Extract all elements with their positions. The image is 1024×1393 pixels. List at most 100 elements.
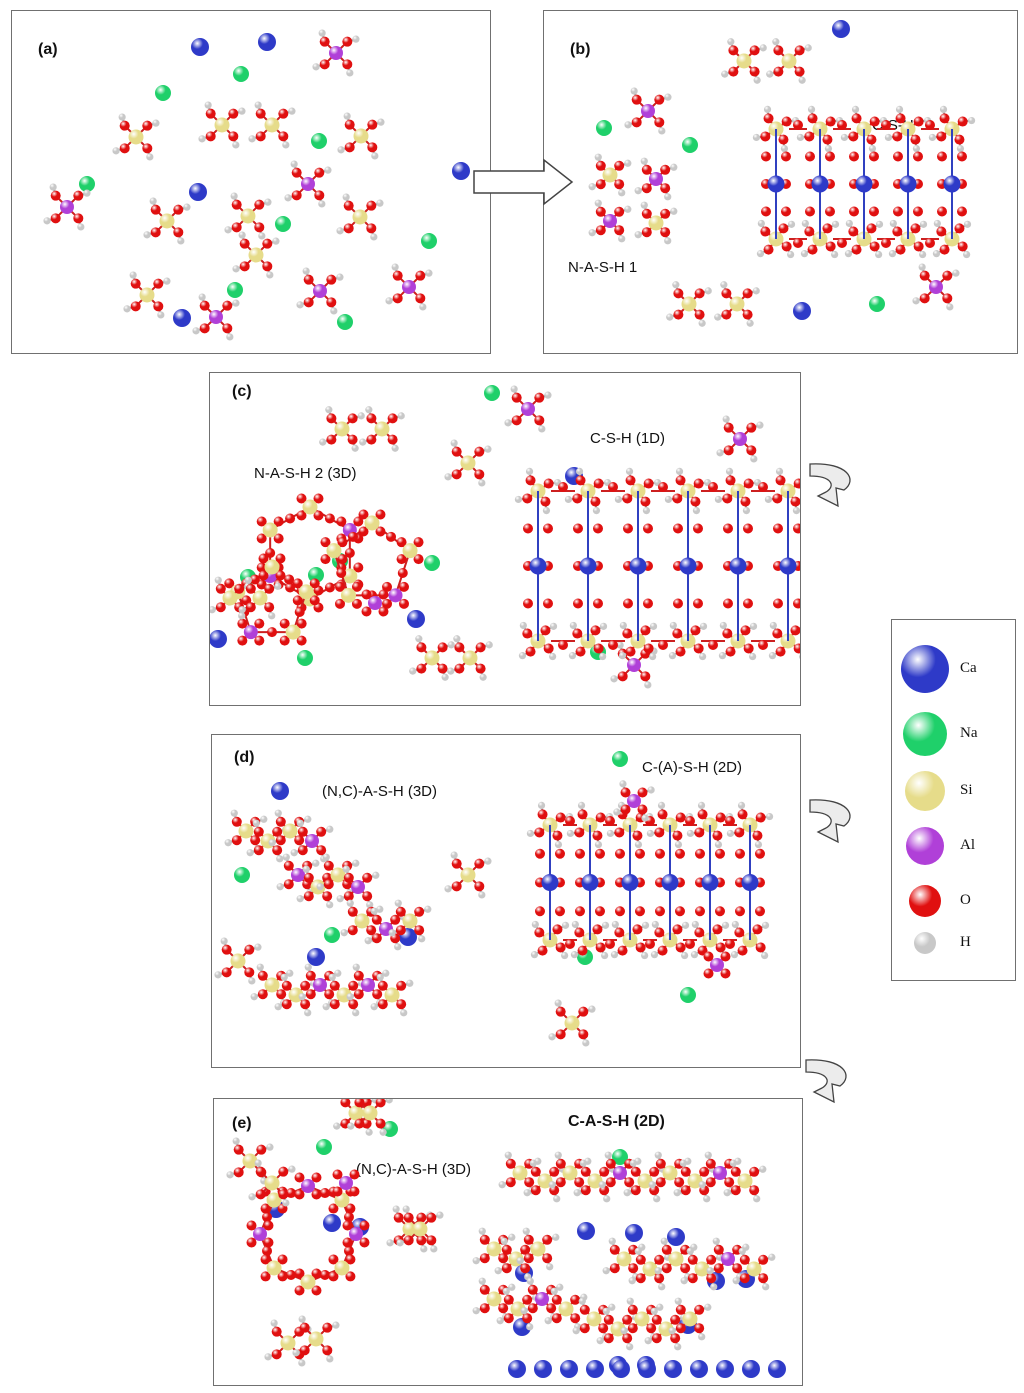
o-atom (296, 510, 307, 521)
o-atom (501, 1263, 512, 1274)
h-atom (727, 38, 735, 46)
h-atom (552, 1233, 560, 1241)
o-atom (739, 1254, 750, 1265)
o-atom (805, 206, 815, 217)
na-atom (308, 567, 324, 583)
h-atom (444, 885, 452, 893)
o-atom (592, 924, 603, 935)
o-atom (303, 274, 314, 285)
o-atom (730, 1185, 741, 1196)
h-atom (556, 1283, 564, 1291)
h-atom (226, 1171, 234, 1179)
al-atom (313, 284, 327, 298)
si-atom (602, 167, 618, 183)
o-atom (631, 117, 642, 128)
o-atom (378, 589, 389, 600)
o-atom (590, 625, 601, 636)
h-atom (146, 153, 154, 161)
h-atom (686, 829, 695, 838)
h-atom (214, 971, 222, 979)
o-atom (319, 36, 330, 47)
o-atom (637, 804, 648, 815)
h-atom (594, 199, 602, 207)
o-atom (614, 160, 625, 171)
h-atom (679, 1159, 687, 1167)
h-atom (198, 293, 206, 301)
o-atom (329, 999, 340, 1010)
h-atom (530, 951, 539, 959)
si-atom (302, 499, 318, 515)
o-atom (690, 496, 701, 507)
o-atom (725, 475, 736, 486)
o-atom (342, 1237, 353, 1248)
o-atom (264, 583, 275, 594)
o-atom (205, 131, 216, 142)
si-atom (222, 590, 238, 606)
o-atom (479, 1303, 490, 1314)
na-atom (421, 233, 437, 249)
h-atom (699, 622, 708, 630)
h-atom (453, 635, 461, 643)
o-atom (752, 830, 763, 841)
h-atom (640, 201, 648, 209)
o-atom (615, 848, 625, 859)
na-atom (612, 1149, 628, 1165)
ca-atom (529, 557, 547, 575)
h-atom (672, 281, 680, 289)
o-atom (358, 526, 369, 537)
o-atom (660, 227, 671, 238)
o-atom (675, 942, 686, 953)
h-atom (304, 1009, 312, 1017)
h-atom (352, 1009, 360, 1017)
h-atom (620, 1327, 628, 1335)
o-atom (299, 1345, 310, 1356)
al-atom (361, 978, 375, 992)
h-atom (641, 814, 649, 822)
o-atom (303, 891, 314, 902)
o-atom (703, 968, 714, 979)
o-atom (593, 478, 604, 489)
h-atom (792, 506, 800, 515)
ca-atom (586, 1360, 604, 1378)
h-atom (729, 1159, 737, 1167)
o-atom (957, 116, 968, 127)
o-atom (713, 1244, 724, 1255)
o-atom (392, 293, 403, 304)
h-atom (224, 226, 232, 234)
h-atom (334, 969, 342, 977)
h-atom (498, 1181, 506, 1189)
h-atom (726, 829, 735, 838)
h-atom (504, 419, 512, 427)
h-atom (674, 1343, 682, 1351)
o-atom (822, 134, 833, 145)
h-atom (641, 951, 649, 960)
o-atom (534, 927, 545, 938)
species-label-nash1: N-A-S-H 1 (568, 259, 638, 276)
o-atom (222, 323, 233, 334)
h-atom (742, 506, 751, 515)
o-atom (758, 1273, 769, 1284)
o-atom (552, 924, 563, 935)
h-atom (664, 237, 672, 245)
o-atom (672, 830, 683, 841)
ca-atom (541, 874, 559, 891)
o-atom (294, 1268, 305, 1279)
h-atom (753, 76, 761, 84)
h-atom (258, 232, 266, 240)
h-atom (478, 479, 486, 487)
o-atom (73, 213, 84, 224)
legend-item-na: Na (892, 709, 1017, 759)
o-atom (275, 553, 286, 564)
h-atom (932, 250, 941, 258)
o-atom (254, 618, 265, 629)
ca-atom (534, 1360, 552, 1378)
o-atom (347, 434, 358, 445)
h-atom (704, 287, 712, 295)
o-atom (297, 826, 308, 837)
o-atom (580, 1166, 591, 1177)
h-atom (658, 1283, 666, 1291)
o-atom (344, 142, 355, 153)
o-atom (715, 848, 725, 859)
o-atom (416, 1235, 427, 1246)
o-atom (393, 1212, 404, 1223)
